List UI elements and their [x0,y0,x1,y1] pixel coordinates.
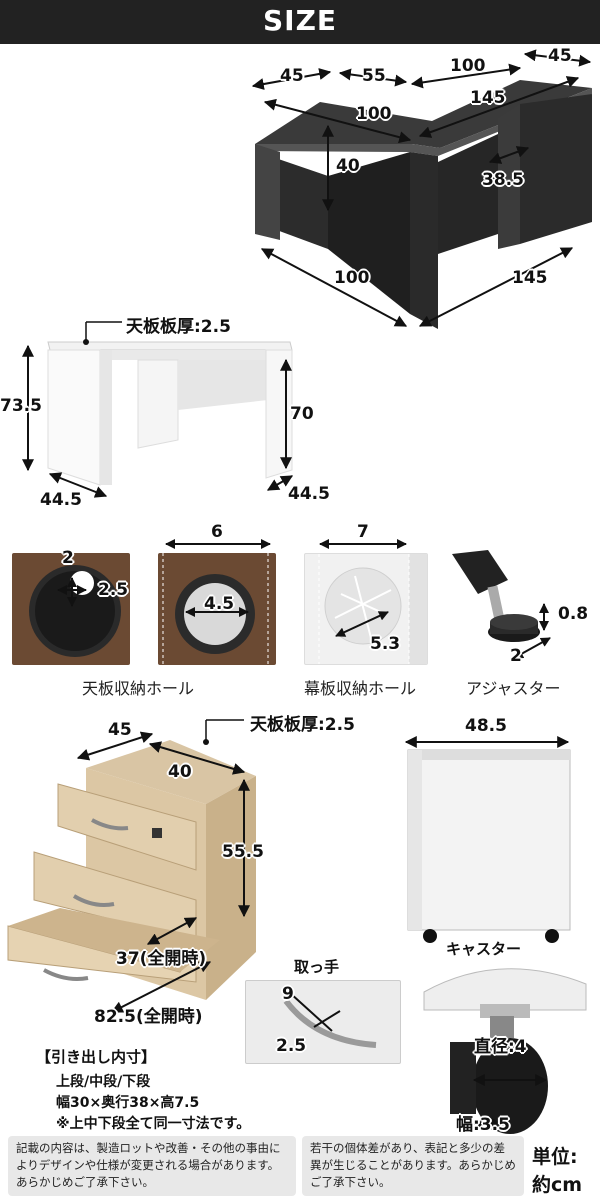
dim-73-5: 73.5 [0,396,42,416]
dim-45-left: 45 [280,66,304,86]
drawer-inner-line-2: 幅30×奥行38×高7.5 [56,1095,200,1111]
handle-dim-2-5: 2.5 [276,1036,307,1056]
top-hole-dim-2: 2 [62,548,74,568]
drawer-inner-title: 【引き出し内寸】 [36,1048,157,1066]
ring-dims [165,539,271,617]
page-title: SIZE [262,4,337,37]
top-hole-dim-2-5: 2.5 [98,580,129,600]
dim-44-5-right: 44.5 [288,484,330,504]
unit-value: 約cm [532,1174,583,1196]
cabinet-back-illustration [404,736,571,943]
header-bar [0,0,600,44]
dim-bottom-145: 145 [512,268,548,288]
modesty-dims [319,539,407,637]
dim-45-right: 45 [548,46,572,66]
l-desk-illustration [251,49,592,329]
handle-title: 取っ手 [294,958,340,976]
caster-illustration [423,968,587,1134]
dim-depth-38-5: 38.5 [482,170,524,190]
dim-top-145: 145 [470,88,506,108]
dim-44-5-left: 44.5 [40,490,82,510]
unit-label: 単位: [532,1146,578,1168]
cabinet-open-37: 37(全開時) [116,949,207,969]
drawer-inner-line-3: ※上中下段全て同一寸法です。 [56,1116,251,1132]
handle-dim-9: 9 [282,984,294,1004]
dim-height-40: 40 [336,156,360,176]
cabinet-dim-55-5: 55.5 [222,842,264,862]
drawer-inner-line-1: 上段/中段/下段 [56,1074,151,1090]
caption-modesty-hole: 幕板収納ホール [304,679,417,698]
top-hole-ring-photo [158,553,276,665]
desk-front-illustration [22,321,294,498]
note-variance: 若干の個体差があり、表記と多少の差異が生じることがあります。あらかじめご了承下さ… [302,1136,524,1196]
note-design-change: 記載の内容は、製造ロットや改善・その他の事由によりデザインや仕様が変更される場合… [8,1136,296,1196]
cabinet-dim-40: 40 [168,762,192,782]
caption-adjuster: アジャスター [466,679,561,698]
adjuster-illustration [452,550,551,659]
caster-diameter: 直径:4 [474,1037,527,1057]
dim-55: 55 [362,66,386,86]
adjuster-dim-2: 2 [510,646,522,666]
modesty-dim-5-3: 5.3 [370,634,401,654]
dim-top-100: 100 [356,104,392,124]
cabinet-back-dim-48-5: 48.5 [465,716,507,736]
cabinet-top-thickness: 天板板厚:2.5 [250,715,355,735]
caster-width: 幅:3.5 [456,1115,510,1135]
cabinet-illustration [7,719,256,1013]
modesty-dim-7: 7 [357,522,369,542]
cabinet-dim-45: 45 [108,720,132,740]
handle-photo [245,980,401,1064]
top-hole-photo [12,553,130,665]
adjuster-dim-0-8: 0.8 [558,604,589,624]
cabinet-open-82-5: 82.5(全開時) [94,1007,203,1027]
dim-70: 70 [290,404,314,424]
ring-dim-6: 6 [211,522,223,542]
ring-dim-4-5: 4.5 [204,594,235,614]
top-hole-dims [57,577,87,607]
desk-top-thickness: 天板板厚:2.5 [126,317,231,337]
caption-top-hole: 天板収納ホール [82,679,195,698]
dim-100-top: 100 [450,56,486,76]
dim-bottom-100: 100 [334,268,370,288]
caster-title: キャスター [446,940,522,958]
